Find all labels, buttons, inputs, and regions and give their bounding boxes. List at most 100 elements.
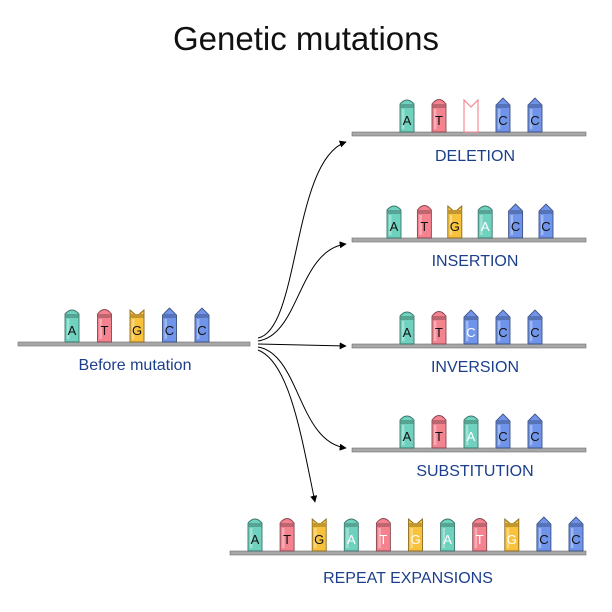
nucleotide-g: G xyxy=(504,518,520,552)
panel-deletion: A T C C DELETION xyxy=(351,97,587,165)
arrow-to-substitution xyxy=(257,346,347,451)
page-title: Genetic mutations xyxy=(173,20,439,57)
nucleotide-letter: C xyxy=(197,323,206,338)
nucleotide-t: T xyxy=(375,518,391,552)
nucleotide-gap xyxy=(463,98,479,133)
nucleotide-c: C xyxy=(536,516,552,552)
nucleotide-c: C xyxy=(568,516,584,552)
nucleotide-letter: A xyxy=(390,219,399,234)
nucleotide-letter: T xyxy=(379,532,387,547)
nucleotide-a: A xyxy=(343,518,359,552)
arrow-to-deletion xyxy=(257,140,347,339)
panel-label-substitution: SUBSTITUTION xyxy=(416,463,533,480)
dna-backbone xyxy=(17,341,251,347)
nucleotide-c: C xyxy=(495,309,511,345)
nucleotide-letter: T xyxy=(435,113,443,128)
nucleotide-c: C xyxy=(527,413,543,449)
nucleotide-t: T xyxy=(279,518,295,552)
nucleotide-letter: T xyxy=(435,325,443,340)
nucleotide-c: C xyxy=(495,413,511,449)
nucleotide-letter: G xyxy=(507,532,517,547)
nucleotide-c: C xyxy=(508,203,524,239)
panel-label-repeat: REPEAT EXPANSIONS xyxy=(323,570,493,587)
nucleotide-letter: A xyxy=(467,429,476,444)
dna-backbone xyxy=(229,550,587,556)
nucleotide-c: C xyxy=(538,203,554,239)
panel-before: A T G C C Before mutation xyxy=(17,307,251,374)
nucleotide-letter: A xyxy=(403,325,412,340)
panel-label-insertion: INSERTION xyxy=(432,253,519,270)
nucleotide-t: T xyxy=(431,415,447,449)
nucleotide-letter: C xyxy=(498,325,507,340)
dna-backbone xyxy=(351,131,587,137)
nucleotide-letter: A xyxy=(68,323,77,338)
panel-insertion: A T G A C C INSERTION xyxy=(351,203,587,270)
nucleotide-t: T xyxy=(472,518,488,552)
nucleotide-g: G xyxy=(129,309,145,343)
mutation-arrows xyxy=(257,140,347,503)
nucleotide-letter: C xyxy=(541,219,550,234)
nucleotide-letter: G xyxy=(314,532,324,547)
dna-backbone xyxy=(351,343,587,349)
nucleotide-a: A xyxy=(477,205,493,239)
nucleotide-letter: C xyxy=(571,532,580,547)
panel-label-deletion: DELETION xyxy=(435,148,515,165)
dna-backbone xyxy=(351,447,587,453)
nucleotide-c: C xyxy=(527,309,543,345)
nucleotide-letter: C xyxy=(530,325,539,340)
nucleotide-a: A xyxy=(247,518,263,552)
nucleotide-letter: C xyxy=(466,325,475,340)
nucleotide-t: T xyxy=(97,309,112,343)
nucleotide-t: T xyxy=(431,99,447,133)
nucleotide-a: A xyxy=(399,99,415,133)
nucleotide-c: C xyxy=(463,309,479,345)
nucleotide-a: A xyxy=(399,311,415,345)
panel-repeat: A T G A T G A T G C C REPEAT EXPANSIONS xyxy=(229,516,587,587)
nucleotide-letter: A xyxy=(347,532,356,547)
nucleotide-c: C xyxy=(495,97,511,133)
arrow-to-repeat xyxy=(257,349,318,503)
nucleotide-letter: C xyxy=(530,429,539,444)
arrow-to-insertion xyxy=(257,241,347,342)
nucleotide-letter: G xyxy=(450,219,460,234)
nucleotide-letter: A xyxy=(251,532,260,547)
nucleotide-letter: A xyxy=(481,219,490,234)
nucleotide-letter: C xyxy=(165,323,174,338)
nucleotide-letter: G xyxy=(132,323,142,338)
nucleotide-c: C xyxy=(527,97,543,133)
nucleotide-letter: C xyxy=(498,113,507,128)
dna-backbone xyxy=(351,237,587,243)
nucleotide-letter: C xyxy=(511,219,520,234)
nucleotide-c: C xyxy=(194,307,210,343)
nucleotide-c: C xyxy=(162,307,177,343)
nucleotide-letter: T xyxy=(101,323,109,338)
nucleotide-g: G xyxy=(447,205,463,239)
panel-label-inversion: INVERSION xyxy=(431,359,519,376)
nucleotide-letter: G xyxy=(410,532,420,547)
nucleotide-letter: T xyxy=(476,532,484,547)
nucleotide-a: A xyxy=(399,415,415,449)
nucleotide-g: G xyxy=(408,518,423,552)
nucleotide-letter: C xyxy=(498,429,507,444)
nucleotide-letter: A xyxy=(403,429,412,444)
nucleotide-letter: T xyxy=(420,219,428,234)
panel-inversion: A T C C C INVERSION xyxy=(351,309,587,376)
nucleotide-a: A xyxy=(386,205,402,239)
nucleotide-letter: C xyxy=(539,532,548,547)
panel-substitution: A T A C C SUBSTITUTION xyxy=(351,413,587,480)
panel-label-before: Before mutation xyxy=(79,357,192,374)
nucleotide-a: A xyxy=(440,518,456,552)
nucleotide-letter: A xyxy=(443,532,452,547)
nucleotide-a: A xyxy=(463,415,479,449)
nucleotide-a: A xyxy=(64,309,80,343)
nucleotide-letter: A xyxy=(403,113,412,128)
nucleotide-t: T xyxy=(416,205,432,239)
nucleotide-letter: C xyxy=(530,113,539,128)
arrow-to-inversion xyxy=(257,342,347,350)
nucleotide-letter: T xyxy=(283,532,291,547)
nucleotide-letter: T xyxy=(435,429,443,444)
nucleotide-g: G xyxy=(311,518,327,552)
nucleotide-t: T xyxy=(431,311,447,345)
